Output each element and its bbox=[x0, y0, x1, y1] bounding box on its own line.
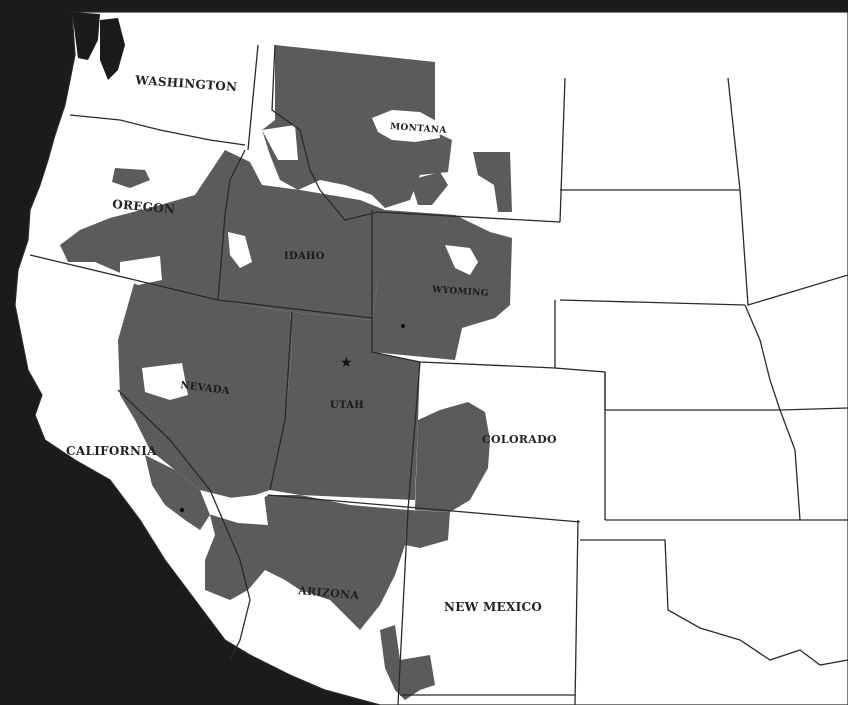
label-new-mexico: NEW MEXICO bbox=[444, 600, 542, 614]
label-arizona: ARIZONA bbox=[297, 584, 360, 602]
utah-capital-star: ★ bbox=[340, 356, 353, 371]
label-colorado: COLORADO bbox=[482, 433, 557, 446]
state-borders bbox=[29, 44, 848, 705]
label-oregon: OREGON bbox=[112, 197, 176, 216]
label-idaho: IDAHO bbox=[284, 251, 325, 262]
nevada-city-dot bbox=[179, 507, 185, 513]
label-california: CALIFORNIA bbox=[66, 444, 157, 458]
label-utah: UTAH bbox=[330, 400, 364, 411]
strait-notch bbox=[72, 12, 100, 60]
puget-sound bbox=[100, 18, 125, 80]
wyoming-city-dot bbox=[401, 324, 405, 328]
label-montana: MONTANA bbox=[390, 122, 448, 136]
unshaded-areas bbox=[120, 110, 478, 525]
label-wyoming: WYOMING bbox=[431, 285, 489, 299]
